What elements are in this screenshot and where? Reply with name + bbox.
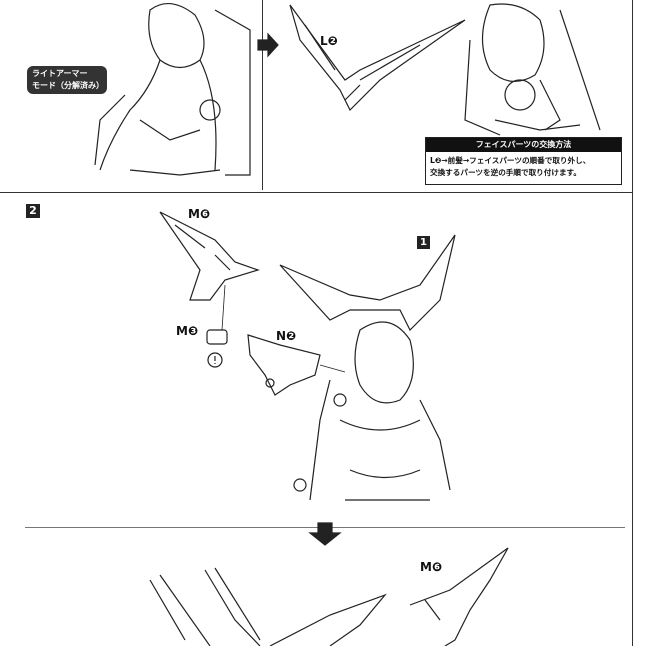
part-m6 bbox=[159, 211, 260, 331]
down-arrow-icon bbox=[308, 522, 342, 546]
part-m3 bbox=[206, 329, 228, 345]
figure-face-swap bbox=[464, 3, 601, 136]
part-label-m6: M❻ bbox=[188, 207, 211, 221]
part-label-m6-bottom: M❻ bbox=[420, 560, 443, 574]
part-label-l2: L❷ bbox=[320, 34, 338, 48]
part-label-m3: M❸ bbox=[176, 324, 199, 338]
mode-badge-line-2: モード（分解済み） bbox=[32, 81, 104, 90]
part-wings-bottom bbox=[149, 567, 387, 646]
part-label-n2: N❷ bbox=[276, 329, 297, 343]
part-l2-wing bbox=[289, 4, 466, 112]
ref-step-badge: 1 bbox=[417, 236, 430, 249]
figure-light-armor-mode bbox=[94, 3, 251, 176]
info-box-line-2: 交換するパーツを逆の手順で取り付けます。 bbox=[430, 168, 581, 177]
mode-badge-line-1: ライトアーマー bbox=[32, 69, 88, 78]
face-swap-info-box: フェイスパーツの交換方法 L❷→前髪→フェイスパーツの順番で取り外し、 交換する… bbox=[425, 137, 622, 185]
right-arrow-icon bbox=[257, 32, 279, 58]
panel-divider-horizontal bbox=[0, 192, 633, 193]
top-panel-divider-vertical bbox=[262, 0, 263, 190]
caution-circle bbox=[207, 352, 223, 368]
step-number-badge: 2 bbox=[26, 204, 40, 218]
figure-main bbox=[279, 234, 456, 501]
right-border bbox=[632, 0, 633, 646]
info-box-line-1: L❷→前髪→フェイスパーツの順番で取り外し、 bbox=[430, 156, 591, 165]
info-box-title: フェイスパーツの交換方法 bbox=[426, 138, 621, 152]
part-n2 bbox=[247, 334, 346, 396]
part-m6-bottom bbox=[409, 547, 509, 646]
mode-badge: ライトアーマー モード（分解済み） bbox=[27, 66, 107, 94]
